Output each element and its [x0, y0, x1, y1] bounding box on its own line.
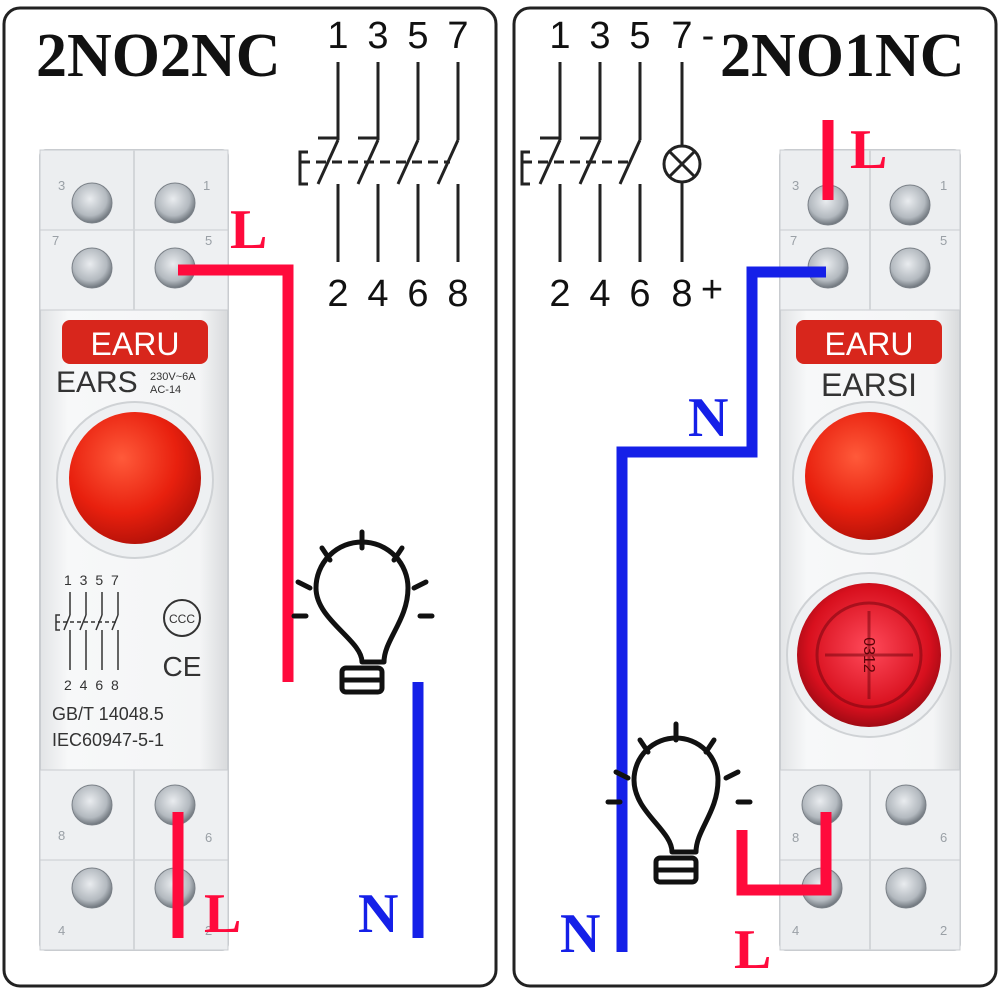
left-schematic-top-numbers: 1 3 5 7 — [327, 15, 468, 57]
left-schematic-bottom-numbers: 2 4 6 8 — [327, 273, 468, 315]
screw-terminal — [889, 247, 931, 289]
ccc-mark-icon — [163, 599, 201, 637]
right-contact-schematic — [520, 62, 702, 262]
screw-number: 7 — [790, 233, 797, 248]
screw-number: 3 — [58, 178, 65, 193]
screw-number: 6 — [940, 830, 947, 845]
left-panel-title: 2NO2NC — [36, 22, 281, 90]
terminal-number: 5 — [407, 15, 428, 57]
screw-number: 2 — [205, 923, 212, 938]
left-panel: 2NO2NC 1 3 5 7 2 4 — [2, 6, 498, 988]
right-wires — [616, 120, 834, 952]
brand-badge — [62, 320, 208, 364]
screw-number: 4 — [58, 923, 65, 938]
live-label: L — [204, 883, 241, 945]
screw-number: 1 — [203, 178, 210, 193]
terminal-number: 4 — [367, 273, 388, 315]
terminal-number: 3 — [367, 15, 388, 57]
left-device: 3 1 7 5 8 6 4 2 EARU EARS 230V~6A AC-14 … — [39, 149, 229, 951]
screw-terminal — [885, 784, 927, 826]
lightbulb-icon — [605, 721, 753, 885]
screw-terminal — [71, 867, 113, 909]
screw-number: 8 — [58, 828, 65, 843]
live-wire — [736, 812, 832, 896]
screw-number: 6 — [205, 830, 212, 845]
screw-terminal — [71, 247, 113, 289]
terminal-number: 3 — [589, 15, 610, 57]
terminal-number: 8 — [671, 273, 692, 315]
mini-contact-schematic — [55, 592, 119, 670]
lightbulb-icon — [291, 529, 435, 695]
right-panel: 2NO1NC 1 3 5 7 - — [512, 6, 998, 988]
neutral-label: N — [358, 883, 398, 945]
screw-number: 3 — [792, 178, 799, 193]
screw-number: 2 — [940, 923, 947, 938]
screw-terminal — [71, 784, 113, 826]
screw-number: 1 — [940, 178, 947, 193]
terminal-number: 2 — [327, 273, 348, 315]
terminal-number: 4 — [589, 273, 610, 315]
lamp-code: 0312 — [860, 637, 877, 673]
live-label: L — [230, 199, 267, 261]
terminal-number: 8 — [447, 273, 468, 315]
right-device: 3 1 7 5 8 6 4 2 EARU EARSI 0312 — [779, 149, 961, 951]
terminal-number: 1 — [327, 15, 348, 57]
mini-terminal-numbers: 1 3 5 7 — [64, 572, 121, 588]
screw-number: 4 — [792, 923, 799, 938]
ccc-mark: CCC — [169, 612, 195, 626]
rating-text: 230V~6A — [150, 371, 196, 383]
ce-mark: CE — [163, 651, 202, 682]
screw-number: 5 — [205, 233, 212, 248]
left-wires — [172, 264, 424, 938]
right-schematic-top-numbers: 1 3 5 7 - — [549, 15, 714, 57]
screw-number: 5 — [940, 233, 947, 248]
brand-logo: EARU — [91, 326, 180, 362]
live-label: L — [734, 919, 771, 981]
right-schematic-bottom-numbers: 2 4 6 8 + — [549, 269, 723, 315]
terminal-number: 6 — [629, 273, 650, 315]
model-name: EARSI — [821, 367, 917, 403]
neutral-label: N — [688, 387, 728, 449]
live-wire — [178, 264, 294, 682]
rating-text: AC-14 — [150, 384, 181, 396]
screw-number: 7 — [52, 233, 59, 248]
left-contact-schematic — [298, 62, 460, 262]
terminal-number: 7 — [447, 15, 468, 57]
screw-terminal — [71, 182, 113, 224]
live-label: L — [850, 119, 887, 181]
neutral-label: N — [560, 903, 600, 965]
terminal-number: 6 — [407, 273, 428, 315]
screw-terminal — [154, 182, 196, 224]
polarity-sign: + — [701, 269, 723, 311]
red-pushbutton — [805, 412, 933, 540]
screw-number: 8 — [792, 830, 799, 845]
brand-badge — [796, 320, 942, 364]
brand-logo: EARU — [825, 326, 914, 362]
model-name: EARS — [56, 366, 138, 399]
terminal-number: 7 — [671, 15, 692, 57]
screw-terminal — [885, 867, 927, 909]
standard-text: IEC60947-5-1 — [52, 730, 164, 750]
polarity-sign: - — [702, 15, 715, 57]
right-panel-title: 2NO1NC — [720, 22, 965, 90]
terminal-number: 2 — [549, 273, 570, 315]
standard-text: GB/T 14048.5 — [52, 704, 164, 724]
terminal-number: 1 — [549, 15, 570, 57]
terminal-number: 5 — [629, 15, 650, 57]
screw-terminal — [889, 184, 931, 226]
red-pushbutton — [69, 412, 201, 544]
mini-terminal-numbers: 2 4 6 8 — [64, 677, 121, 693]
neutral-wire — [616, 266, 826, 952]
